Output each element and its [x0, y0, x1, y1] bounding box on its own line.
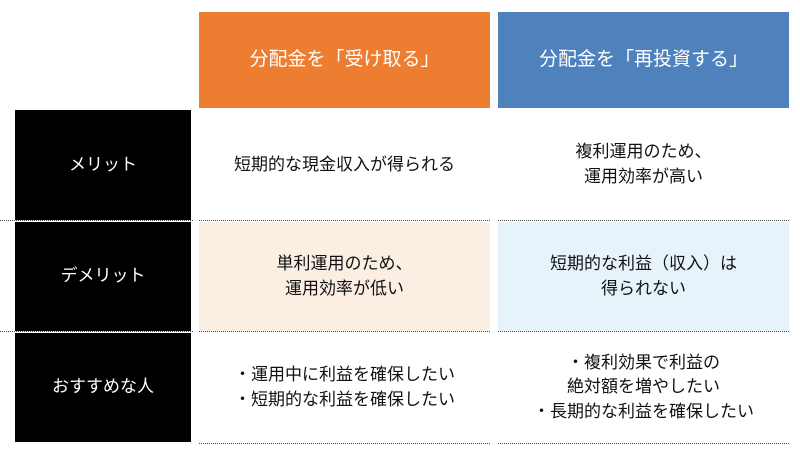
recommended-receive: ・運用中に利益を確保したい ・短期的な利益を確保したい	[234, 364, 455, 410]
demerit-receive: 単利運用のため、 運用効率が低い	[199, 222, 490, 331]
row-divider	[0, 220, 193, 221]
row-divider	[498, 443, 789, 444]
row-label-demerit: デメリット	[15, 222, 191, 331]
row-divider	[199, 331, 490, 332]
recommended-reinvest: ・複利効果で利益の 絶対額を増やしたい ・長期的な利益を確保したい	[533, 352, 754, 422]
row-divider	[498, 331, 789, 332]
merit-receive: 短期的な現金収入が得られる	[234, 154, 455, 175]
row-divider	[498, 220, 789, 221]
header-reinvest: 分配金を「再投資する」	[498, 12, 789, 108]
row-divider	[0, 331, 193, 332]
row-label-recommended: おすすめな人	[15, 333, 191, 442]
merit-reinvest: 複利運用のため、 運用効率が高い	[575, 142, 712, 187]
demerit-reinvest: 短期的な利益（収入）は 得られない	[498, 222, 789, 331]
row-divider	[199, 220, 490, 221]
header-receive: 分配金を「受け取る」	[199, 12, 490, 108]
row-divider	[199, 443, 490, 444]
row-label-merit: メリット	[15, 110, 191, 220]
